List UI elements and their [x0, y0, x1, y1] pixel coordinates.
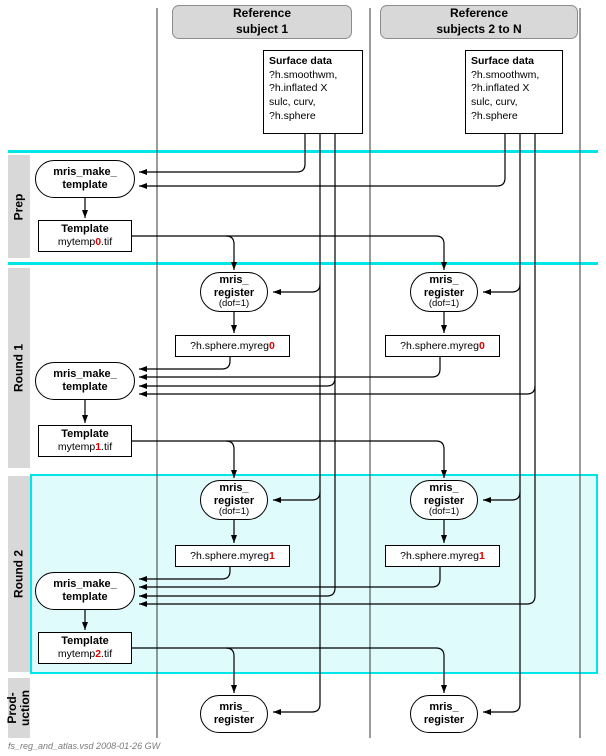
- surface-data-box-subjects2toN: Surface data ?h.smoothwm, ?h.inflated X …: [465, 50, 563, 134]
- arrow-template0-to-r1-register1: [225, 235, 237, 270]
- r2-myreg1-subject1: ?h.sphere.myreg1: [175, 545, 290, 567]
- arrow-surface1-to-prep-maketemplate: [139, 133, 306, 175]
- prod-mris-register-subject1: mris_ register: [200, 695, 268, 733]
- myreg-filename: ?h.sphere.myreg1: [190, 549, 275, 562]
- myreg-filename: ?h.sphere.myreg1: [400, 549, 485, 562]
- arrow-surface2-to-prep-maketemplate: [139, 133, 506, 189]
- arrow-surface2-to-prod-register: [483, 133, 521, 715]
- arrow-surface1-to-r1-maketemplate: [139, 377, 336, 389]
- r2-mris-register-subjects2toN: mris_ register (dof=1): [410, 480, 478, 520]
- prod-mris-register-subjects2toN: mris_ register: [410, 695, 478, 733]
- r1-mris-make-template: mris_make_ template: [35, 362, 135, 400]
- phase-label: Round 2: [11, 550, 26, 598]
- column-header-subject1: Reference subject 1: [172, 5, 352, 39]
- r1-myreg0-subjects2toN: ?h.sphere.myreg0: [385, 335, 500, 357]
- r1-mris-register-subjects2toN: mris_ register (dof=1): [410, 272, 478, 312]
- arrow-surface1-to-r2-register: [273, 491, 321, 503]
- r2-template-mytemp2: Template mytemp2.tif: [38, 632, 132, 664]
- r1-template-mytemp1: Template mytemp1.tif: [38, 425, 132, 457]
- phase-bar-prep: Prep: [8, 155, 30, 258]
- phase-label: Prod- uction: [4, 690, 32, 726]
- phase-bar-production: Prod- uction: [4, 678, 32, 738]
- phase-label: Round 1: [11, 344, 26, 392]
- arrow-surface1-to-r2-maketemplate: [139, 133, 336, 599]
- r1-myreg0-subject1: ?h.sphere.myreg0: [175, 335, 290, 357]
- arrow-surface2-to-r2-maketemplate: [139, 133, 536, 607]
- surface-data-box-subject1: Surface data ?h.smoothwm, ?h.inflated X …: [263, 50, 363, 134]
- prep-template-mytemp0: Template mytemp0.tif: [38, 220, 132, 252]
- r1-mris-register-subject1: mris_ register (dof=1): [200, 272, 268, 312]
- phase-bar-round2: Round 2: [8, 476, 30, 672]
- arrow-surface2-to-r1-maketemplate: [139, 385, 536, 397]
- phase-separator-line: [8, 150, 598, 153]
- surface-data-title: Surface data: [269, 55, 333, 67]
- arrow-surface2-to-r1-register: [483, 283, 521, 295]
- arrow-surface1-to-r1-register: [273, 283, 321, 295]
- file-footnote: fs_reg_and_atlas.vsd 2008-01-26 GW: [8, 741, 161, 751]
- myreg-filename: ?h.sphere.myreg0: [190, 339, 275, 352]
- column-header-subjects2toN: Reference subjects 2 to N: [380, 5, 578, 39]
- r2-mris-register-subject1: mris_ register (dof=1): [200, 480, 268, 520]
- prep-mris-make-template: mris_make_ template: [35, 160, 135, 198]
- swimlane-separators: [156, 8, 581, 738]
- template-filename: mytemp1.tif: [57, 441, 113, 454]
- arrow-template1-to-r2-register2: [132, 440, 447, 478]
- arrow-myreg0-s2-to-r1-maketemplate: [139, 357, 441, 380]
- phase-separator-line: [8, 262, 598, 265]
- arrow-myreg1-s2-to-r2-maketemplate: [139, 567, 441, 590]
- arrow-template0-to-r1-register2: [132, 235, 447, 270]
- column-header-line: subjects 2 to N: [436, 22, 522, 36]
- column-header-line: Reference: [232, 6, 292, 21]
- flow-arrows: [82, 133, 536, 715]
- arrow-template1-to-r2-register1: [225, 440, 237, 478]
- column-header-line: subject 1: [235, 22, 289, 36]
- arrow-surface1-to-prod-register: [273, 133, 321, 715]
- arrow-template2-to-prod-register2: [132, 647, 447, 693]
- column-header-line: Reference: [449, 6, 509, 21]
- arrow-template2-to-prod-register1: [225, 647, 237, 693]
- r2-mris-make-template: mris_make_ template: [35, 572, 135, 610]
- surface-data-title: Surface data: [471, 55, 535, 67]
- arrow-myreg0-s1-to-r1-maketemplate: [139, 357, 231, 372]
- r2-myreg1-subjects2toN: ?h.sphere.myreg1: [385, 545, 500, 567]
- template-filename: mytemp0.tif: [57, 236, 113, 249]
- phase-bar-round1: Round 1: [8, 268, 30, 468]
- arrow-surface2-to-r2-register: [483, 491, 521, 503]
- arrow-myreg1-s1-to-r2-maketemplate: [139, 567, 231, 582]
- phase-label: Prep: [11, 193, 26, 220]
- myreg-filename: ?h.sphere.myreg0: [400, 339, 485, 352]
- template-filename: mytemp2.tif: [57, 648, 113, 661]
